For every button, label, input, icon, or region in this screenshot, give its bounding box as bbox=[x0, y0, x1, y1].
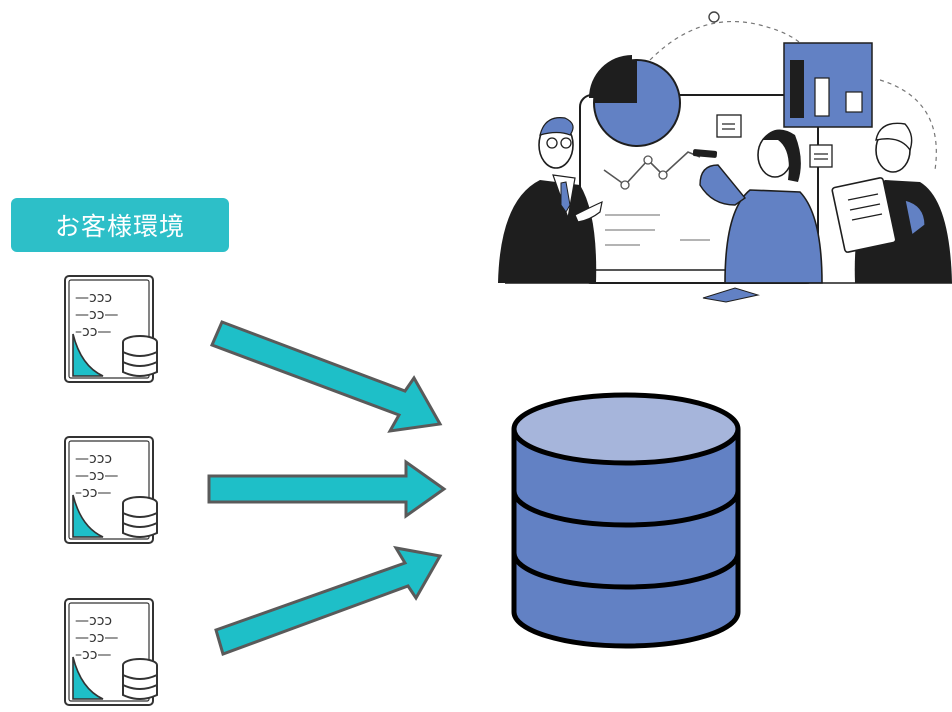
svg-text:—ɔɔɔ: —ɔɔɔ bbox=[75, 613, 112, 629]
svg-text:—ɔɔ—: —ɔɔ— bbox=[75, 307, 118, 323]
svg-text:–ɔɔ—: –ɔɔ— bbox=[75, 324, 111, 340]
arrow-middle bbox=[207, 459, 447, 519]
person-man-icon bbox=[498, 117, 603, 283]
meeting-illustration bbox=[498, 11, 952, 303]
svg-text:—ɔɔ—: —ɔɔ— bbox=[75, 468, 118, 484]
arrow-bottom bbox=[214, 545, 443, 656]
svg-text:—ɔɔɔ: —ɔɔɔ bbox=[75, 290, 112, 306]
log-file-icon: —ɔɔɔ —ɔɔ— –ɔɔ— bbox=[64, 436, 158, 544]
bar-chart-icon bbox=[783, 42, 873, 128]
svg-text:–ɔɔ—: –ɔɔ— bbox=[75, 647, 111, 663]
svg-text:—ɔɔ—: —ɔɔ— bbox=[75, 630, 118, 646]
log-file-icon: —ɔɔɔ —ɔɔ— –ɔɔ— bbox=[64, 598, 158, 706]
person-woman-icon bbox=[692, 129, 823, 284]
svg-text:–ɔɔ—: –ɔɔ— bbox=[75, 485, 111, 501]
customer-environment-label: お客様環境 bbox=[11, 198, 229, 252]
svg-text:—ɔɔɔ: —ɔɔɔ bbox=[75, 451, 112, 467]
database-icon bbox=[511, 392, 741, 649]
note-icon bbox=[716, 114, 833, 168]
arrow-top bbox=[209, 320, 443, 433]
pie-chart-icon bbox=[589, 55, 681, 147]
person-clipboard-icon bbox=[831, 122, 952, 283]
log-file-icon: —ɔɔɔ —ɔɔ— –ɔɔ— bbox=[64, 275, 158, 383]
